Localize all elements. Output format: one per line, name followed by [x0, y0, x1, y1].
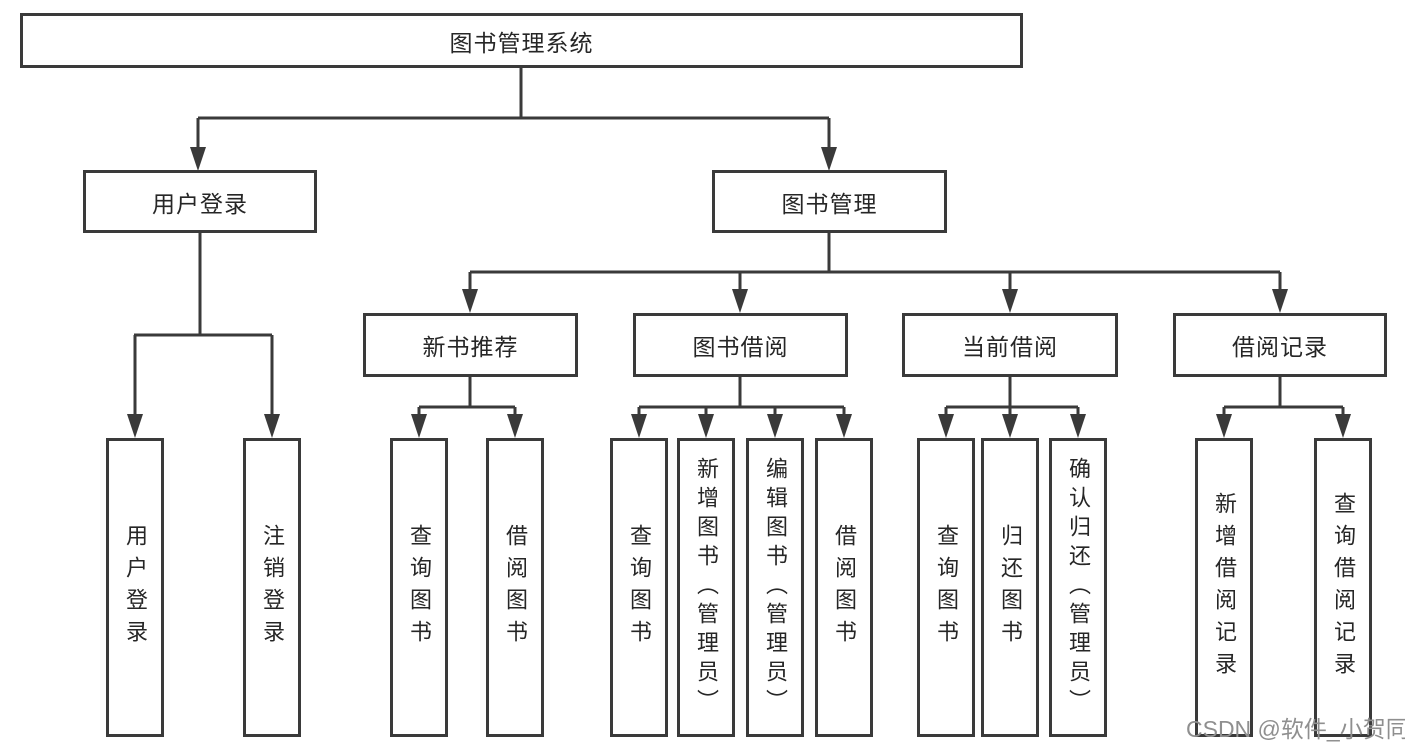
node-user-login: 用户登录	[83, 170, 317, 233]
leaf-query-books-borrowing: 查询图书	[610, 438, 668, 737]
connector-borrowrecord-branch	[1216, 377, 1351, 438]
connector-bookmgmt-to-level2	[462, 233, 1288, 313]
node-new-book-recommendation: 新书推荐	[363, 313, 578, 377]
node-book-management-label: 图书管理	[781, 190, 878, 217]
node-book-borrowing: 图书借阅	[633, 313, 848, 377]
node-book-borrowing-label: 图书借阅	[692, 334, 789, 360]
leaf-borrow-books-borrowing: 借阅图书	[815, 438, 873, 737]
leaf-confirm-return-admin: 确认归还（管理员）	[1049, 438, 1107, 737]
leaf-user-login: 用户登录	[106, 438, 164, 737]
leaf-query-books-borrowing-label: 查询图书	[627, 523, 652, 652]
leaf-add-books-admin-label: 新增图书（管理员）	[694, 457, 719, 718]
connector-bookborrow-branch	[631, 377, 852, 438]
node-borrowing-records-label: 借阅记录	[1232, 334, 1328, 360]
node-current-borrowing: 当前借阅	[902, 313, 1118, 377]
leaf-user-login-label: 用户登录	[123, 523, 148, 652]
leaf-confirm-return-admin-label: 确认归还（管理员）	[1066, 457, 1091, 718]
leaf-query-books-newbook: 查询图书	[390, 438, 448, 737]
connector-currentborrow-branch	[938, 377, 1086, 438]
leaf-return-books: 归还图书	[981, 438, 1039, 737]
leaf-borrow-books-newbook-label: 借阅图书	[503, 523, 528, 652]
leaf-logout-label: 注销登录	[260, 523, 285, 652]
leaf-add-borrow-record-label: 新增借阅记录	[1212, 491, 1237, 684]
node-current-borrowing-label: 当前借阅	[962, 334, 1058, 360]
leaf-logout: 注销登录	[243, 438, 301, 737]
node-user-login-label: 用户登录	[152, 190, 248, 217]
leaf-edit-books-admin: 编辑图书（管理员）	[746, 438, 804, 737]
connector-newbook-branch	[411, 377, 523, 438]
leaf-edit-books-admin-label: 编辑图书（管理员）	[763, 457, 788, 718]
node-book-management: 图书管理	[712, 170, 947, 233]
leaf-query-books-current-label: 查询图书	[934, 523, 959, 652]
leaf-query-borrow-record: 查询借阅记录	[1314, 438, 1372, 737]
node-root-library-system: 图书管理系统	[20, 13, 1023, 68]
csdn-watermark: CSDN @软件_小贺同学	[1186, 716, 1405, 742]
connector-root-to-level1	[190, 68, 837, 171]
node-root-label: 图书管理系统	[449, 29, 594, 56]
node-new-book-recommendation-label: 新书推荐	[422, 334, 519, 360]
leaf-query-books-newbook-label: 查询图书	[407, 523, 432, 652]
connector-userlogin-branch	[127, 233, 280, 438]
leaf-add-borrow-record: 新增借阅记录	[1195, 438, 1253, 737]
leaf-borrow-books-borrowing-label: 借阅图书	[832, 523, 857, 652]
node-borrowing-records: 借阅记录	[1173, 313, 1387, 377]
leaf-query-borrow-record-label: 查询借阅记录	[1331, 491, 1356, 684]
leaf-return-books-label: 归还图书	[998, 523, 1023, 652]
leaf-borrow-books-newbook: 借阅图书	[486, 438, 544, 737]
leaf-query-books-current: 查询图书	[917, 438, 975, 737]
leaf-add-books-admin: 新增图书（管理员）	[677, 438, 735, 737]
